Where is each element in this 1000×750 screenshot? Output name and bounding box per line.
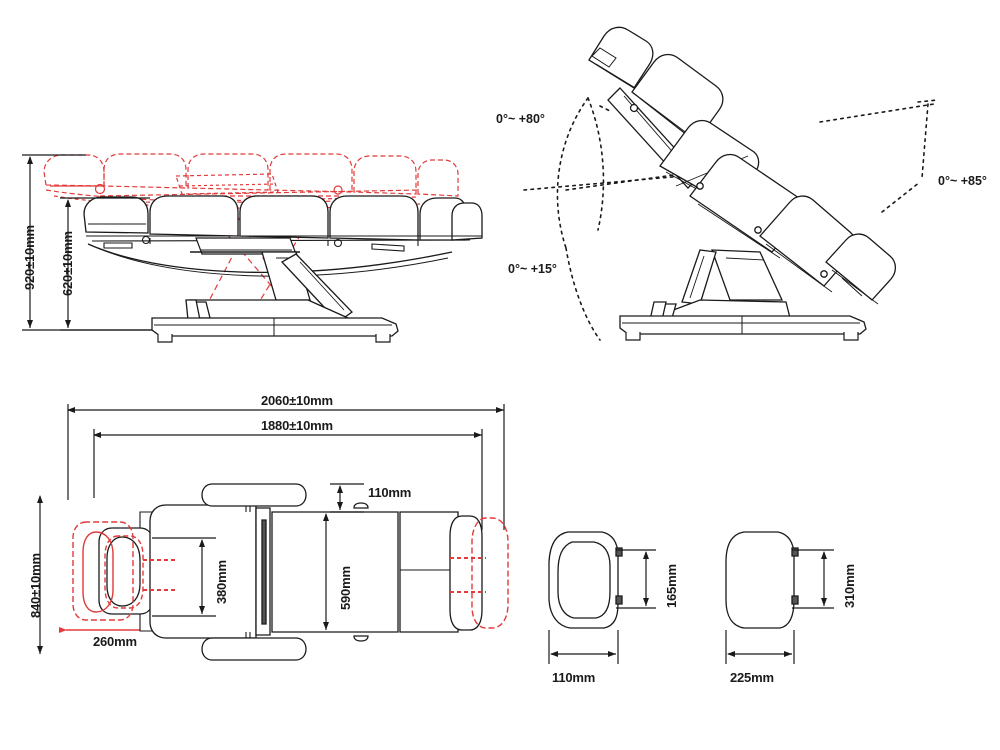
chair-flat-outline bbox=[83, 195, 483, 241]
armrest-detail bbox=[725, 531, 834, 664]
dim-label-height-max: 920±10mm bbox=[22, 225, 37, 290]
chair-articulated-outline bbox=[588, 26, 897, 305]
plan-chair-outline bbox=[98, 483, 483, 661]
chair-underframe bbox=[86, 235, 482, 277]
chair-base-2 bbox=[619, 315, 867, 341]
lift-mechanism-2 bbox=[649, 249, 791, 321]
dim-label-bed-length: 1880±10mm bbox=[261, 418, 333, 433]
dim-label-armrest-height: 310mm bbox=[842, 564, 857, 608]
dim-label-overall-length: 2060±10mm bbox=[261, 393, 333, 408]
dim-height-min bbox=[60, 197, 152, 331]
dim-label-backrest-width: 380mm bbox=[214, 560, 229, 604]
dim-overall-length bbox=[67, 404, 505, 530]
angle-label-seat: 0°~ +15° bbox=[508, 262, 557, 276]
chair-base-1 bbox=[151, 317, 399, 343]
angle-label-legrest: 0°~ +85° bbox=[938, 174, 987, 188]
angle-label-backrest: 0°~ +80° bbox=[496, 112, 545, 126]
side-recline-view bbox=[523, 26, 939, 341]
plan-extended-overlay bbox=[72, 517, 509, 629]
dim-label-overall-width: 840±10mm bbox=[28, 553, 43, 618]
dim-label-headrest-width: 110mm bbox=[552, 670, 596, 685]
dim-label-headrest-height: 165mm bbox=[664, 564, 679, 608]
dim-label-height-min: 620±10mm bbox=[60, 231, 75, 296]
dim-armrest-offset bbox=[330, 483, 364, 513]
side-flat-view bbox=[43, 153, 483, 343]
dim-label-armrest-width: 225mm bbox=[730, 670, 774, 685]
lift-mechanism bbox=[185, 251, 353, 323]
dim-bed-length bbox=[93, 429, 483, 530]
dim-label-seat-width: 590mm bbox=[338, 566, 353, 610]
dim-label-headrest-travel: 260mm bbox=[93, 634, 137, 649]
plan-view bbox=[37, 404, 509, 661]
dim-label-armrest-offset: 110mm bbox=[368, 485, 412, 500]
dim-backrest-width bbox=[152, 537, 216, 617]
headrest-detail bbox=[548, 531, 656, 664]
